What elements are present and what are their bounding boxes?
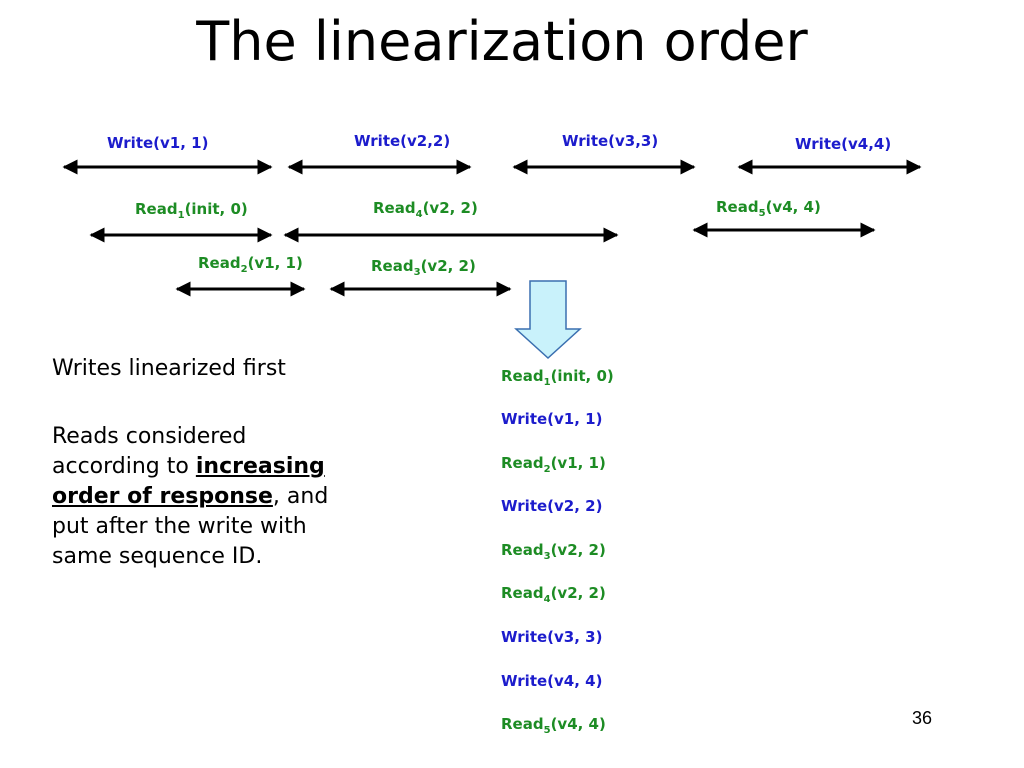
order-item-read5: Read5(v4, 4) bbox=[501, 715, 606, 736]
note-writes-first: Writes linearized first bbox=[52, 356, 286, 381]
order-item-read2: Read2(v1, 1) bbox=[501, 454, 606, 475]
label-write4: Write(v4,4) bbox=[795, 135, 892, 153]
label-read4: Read4(v2, 2) bbox=[373, 199, 478, 220]
order-item-write2: Write(v2, 2) bbox=[501, 497, 603, 515]
label-write1: Write(v1, 1) bbox=[107, 134, 209, 152]
order-item-write3: Write(v3, 3) bbox=[501, 628, 603, 646]
page-number: 36 bbox=[912, 708, 933, 728]
order-item-read4: Read4(v2, 2) bbox=[501, 584, 606, 605]
label-read1: Read1(init, 0) bbox=[135, 200, 248, 221]
label-read5: Read5(v4, 4) bbox=[716, 198, 821, 219]
note-reads-order: Reads considered according to increasing… bbox=[52, 424, 329, 569]
label-read3: Read3(v2, 2) bbox=[371, 257, 476, 278]
slide-title: The linearization order bbox=[196, 10, 808, 73]
down-arrow-icon bbox=[514, 280, 582, 360]
order-item-read1: Read1(init, 0) bbox=[501, 367, 614, 388]
label-write2: Write(v2,2) bbox=[354, 132, 451, 150]
order-item-read3: Read3(v2, 2) bbox=[501, 541, 606, 562]
order-item-write4: Write(v4, 4) bbox=[501, 672, 603, 690]
label-read2: Read2(v1, 1) bbox=[198, 254, 303, 275]
label-write3: Write(v3,3) bbox=[562, 132, 659, 150]
emphasized-phrase: increasing order of response bbox=[52, 454, 325, 509]
order-item-write1: Write(v1, 1) bbox=[501, 410, 603, 428]
